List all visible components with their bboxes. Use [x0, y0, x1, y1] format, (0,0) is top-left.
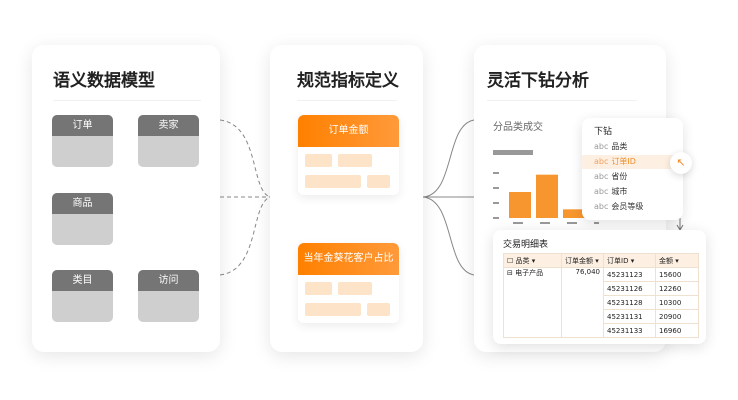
solid-connector — [422, 196, 475, 276]
column-header[interactable]: 订单金额 ▾ — [561, 253, 604, 268]
column-header[interactable]: 金额 ▾ — [655, 253, 699, 268]
y-tick — [493, 187, 499, 189]
entity-category[interactable]: 类目 — [52, 270, 113, 322]
y-tick — [493, 172, 499, 174]
cursor-icon: ↖ — [670, 152, 692, 174]
y-tick — [493, 217, 499, 219]
entity-seller[interactable]: 卖家 — [138, 115, 199, 167]
x-tick — [567, 222, 577, 224]
legend-placeholder — [493, 150, 533, 155]
entity-label: 类目 — [52, 270, 113, 291]
table-title: 交易明细表 — [503, 240, 549, 250]
entity-label: 商品 — [52, 193, 113, 214]
bar-chart — [493, 172, 599, 224]
divider — [53, 100, 201, 101]
entity-product[interactable]: 商品 — [52, 193, 113, 245]
x-tick — [513, 222, 523, 224]
metric-label: 订单金额 — [298, 115, 399, 147]
entity-label: 访问 — [138, 270, 199, 291]
chart-title: 分品类成交 — [493, 122, 543, 133]
entity-order[interactable]: 订单 — [52, 115, 113, 167]
card-title: 语义数据模型 — [53, 71, 155, 91]
x-tick — [594, 222, 599, 224]
x-tick — [540, 222, 550, 224]
metric-label: 当年金葵花客户占比 — [298, 243, 399, 275]
entity-visit[interactable]: 访问 — [138, 270, 199, 322]
bar — [509, 192, 531, 218]
bar — [536, 174, 558, 218]
divider — [487, 100, 637, 101]
dropdown-title: 下钻 — [594, 127, 613, 137]
entity-label: 订单 — [52, 115, 113, 136]
divider — [297, 100, 397, 101]
bar — [563, 209, 585, 218]
card-title: 灵活下钻分析 — [487, 71, 589, 91]
column-header[interactable]: ☐ 品类 ▾ — [503, 253, 562, 268]
solid-connector — [422, 119, 475, 198]
card-title: 规范指标定义 — [297, 71, 399, 91]
column-header[interactable]: 订单ID ▾ — [603, 253, 656, 268]
dashed-connector — [219, 119, 271, 198]
metric-card[interactable]: 订单金额 — [298, 115, 399, 195]
y-tick — [493, 202, 499, 204]
entity-label: 卖家 — [138, 115, 199, 136]
metric-card[interactable]: 当年金葵花客户占比 — [298, 243, 399, 323]
dashed-connector — [219, 196, 271, 276]
